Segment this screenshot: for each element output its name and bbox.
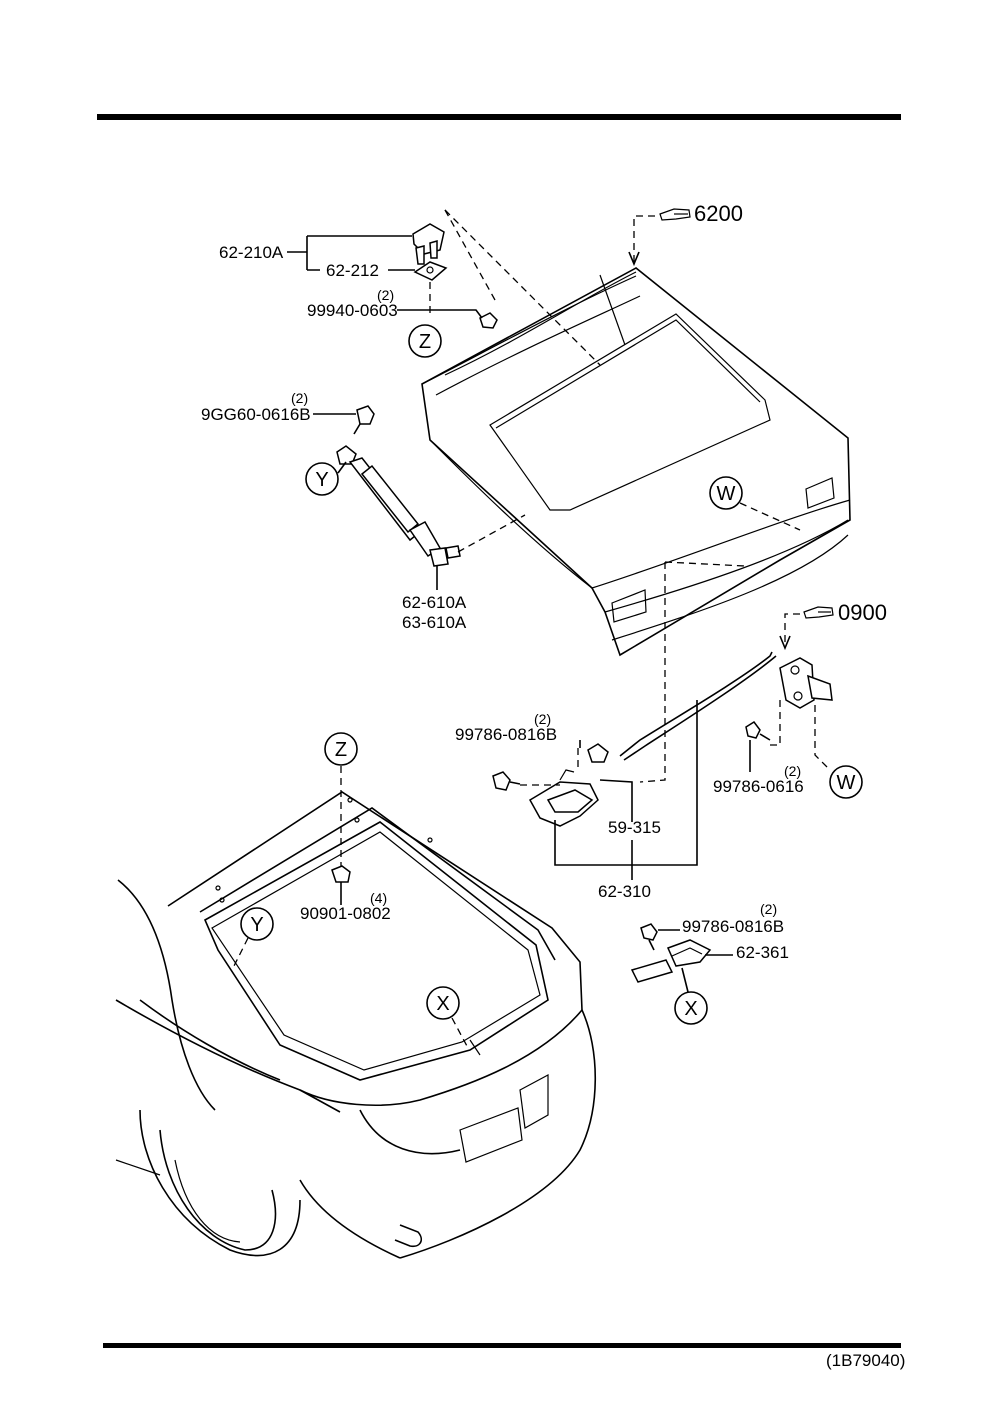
label-hinge-nut-qty: (2) — [377, 287, 394, 303]
label-clip-qty: (4) — [370, 890, 387, 906]
callout-x-body: X — [436, 993, 449, 1015]
callout-z-upper: Z — [419, 331, 431, 353]
label-clip: 90901-0802 — [300, 904, 391, 923]
label-latch: 62-310 — [598, 882, 651, 901]
callout-circle-y-upper — [305, 462, 339, 496]
label-stay-bolt: 9GG60-0616B — [201, 405, 311, 424]
label-latch-bolt-qty: (2) — [534, 711, 551, 727]
callout-z-lower: Z — [335, 739, 347, 761]
label-striker-bolt: 99786-0816B — [682, 917, 784, 936]
label-cyl-bolt-qty: (2) — [784, 763, 801, 779]
hand-pointer-icon — [659, 208, 691, 221]
key-cylinder — [745, 657, 833, 741]
callout-y-lower: Y — [250, 914, 263, 936]
ref-liftgate: 6200 — [694, 201, 743, 226]
top-rule — [97, 114, 901, 120]
liftgate — [421, 267, 851, 657]
label-striker-bolt-qty: (2) — [760, 901, 777, 917]
callout-circle-w-upper — [709, 476, 743, 510]
callout-circle-x-striker — [674, 991, 708, 1025]
callout-y-upper: Y — [315, 469, 328, 491]
hinge-assembly — [412, 223, 498, 329]
label-hinge: 62-210A — [219, 243, 284, 262]
label-hinge-nut: 99940-0603 — [307, 301, 398, 320]
label-stay-bolt-qty: (2) — [291, 390, 308, 406]
vehicle-body — [115, 791, 597, 1259]
ref-key-cylinder: 0900 — [838, 600, 887, 625]
latch — [492, 743, 609, 827]
label-stay-right: 63-610A — [402, 613, 467, 632]
bottom-rule — [103, 1343, 901, 1348]
callout-w-upper: W — [717, 483, 736, 505]
gas-stay — [336, 405, 461, 567]
label-latch-bolt: 99786-0816B — [455, 725, 557, 744]
callout-x-striker: X — [684, 998, 697, 1020]
label-striker: 62-361 — [736, 943, 789, 962]
callout-w-lower: W — [837, 772, 856, 794]
label-cyl-bolt: 99786-0616 — [713, 777, 804, 796]
label-rod: 59-315 — [608, 818, 661, 837]
label-hinge-plate: 62-212 — [326, 261, 379, 280]
callout-circle-w-lower — [829, 765, 863, 799]
clip — [331, 865, 351, 905]
striker — [630, 923, 712, 983]
callout-circle-z-upper — [408, 324, 442, 358]
label-stay-left: 62-610A — [402, 593, 467, 612]
rod — [619, 651, 773, 757]
callout-circle-x-body — [426, 986, 460, 1020]
hand-pointer-icon-2 — [803, 606, 834, 619]
callout-circle-y-lower — [240, 907, 274, 941]
figure-code: (1B79040) — [826, 1351, 905, 1370]
callout-circle-z-lower — [324, 732, 358, 766]
